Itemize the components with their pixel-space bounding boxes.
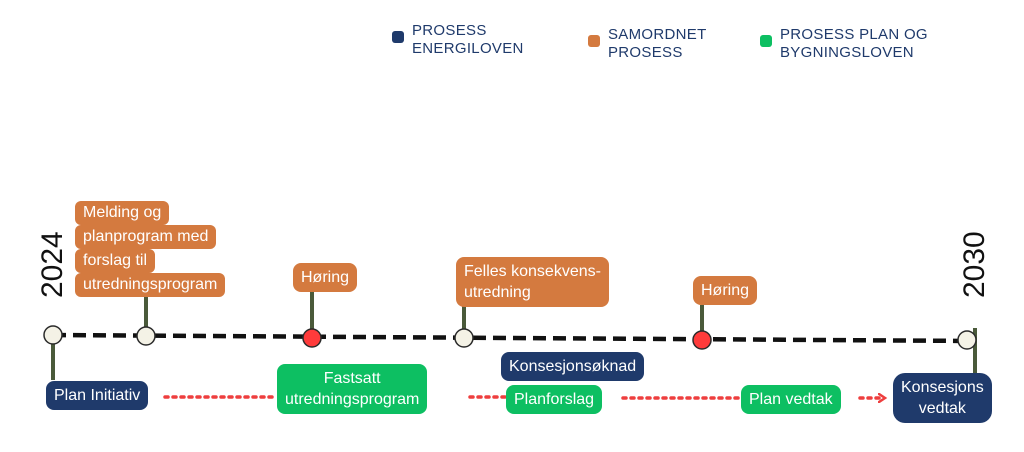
milestone-start	[43, 325, 63, 345]
year-end-label: 2030	[958, 231, 991, 298]
legend-energiloven: PROSESS ENERGILOVEN	[392, 22, 524, 58]
legend-label-samordnet: SAMORDNET PROSESS	[608, 26, 707, 61]
milestone-felles	[454, 328, 474, 348]
plan-initiativ-box: Plan Initiativ	[46, 381, 149, 410]
konsesjons-vedtak-box: Konsesjons vedtak	[893, 373, 992, 423]
felles-konsekvensutredning-box: Felles konsekvens- utredning	[456, 257, 609, 307]
milestone-end	[957, 330, 977, 350]
legend-swatch-orange	[588, 35, 600, 47]
legend-swatch-green	[760, 35, 772, 47]
legend-label-energiloven: PROSESS ENERGILOVEN	[412, 22, 524, 57]
milestone-hoering1	[302, 328, 322, 348]
year-start-label: 2024	[36, 231, 69, 298]
fastsatt-utredningsprogram-box: Fastsatt utredningsprogram	[277, 364, 428, 414]
legend-swatch-navy	[392, 31, 404, 43]
melding-line-1: Melding og	[75, 201, 170, 225]
timeline-main	[52, 332, 976, 344]
milestone-melding	[136, 326, 156, 346]
plan-vedtak-box: Plan vedtak	[741, 385, 841, 414]
konsesjonsoknad-box: Konsesjonsøknad	[501, 352, 645, 381]
legend-plan-bygning: PROSESS PLAN OG BYGNINGSLOVEN	[760, 26, 928, 62]
legend-label-plan-bygning: PROSESS PLAN OG BYGNINGSLOVEN	[780, 26, 928, 61]
legend-samordnet: SAMORDNET PROSESS	[588, 26, 707, 62]
melding-box: Melding og planprogram med forslag til u…	[75, 201, 226, 297]
milestone-hoering2	[692, 330, 712, 350]
melding-line-4: utredningsprogram	[75, 273, 226, 297]
hoering-box-2: Høring	[693, 276, 758, 305]
hoering-box-1: Høring	[293, 263, 358, 292]
melding-line-2: planprogram med	[75, 225, 217, 249]
planforslag-box: Planforslag	[506, 385, 603, 414]
melding-line-3: forslag til	[75, 249, 156, 273]
